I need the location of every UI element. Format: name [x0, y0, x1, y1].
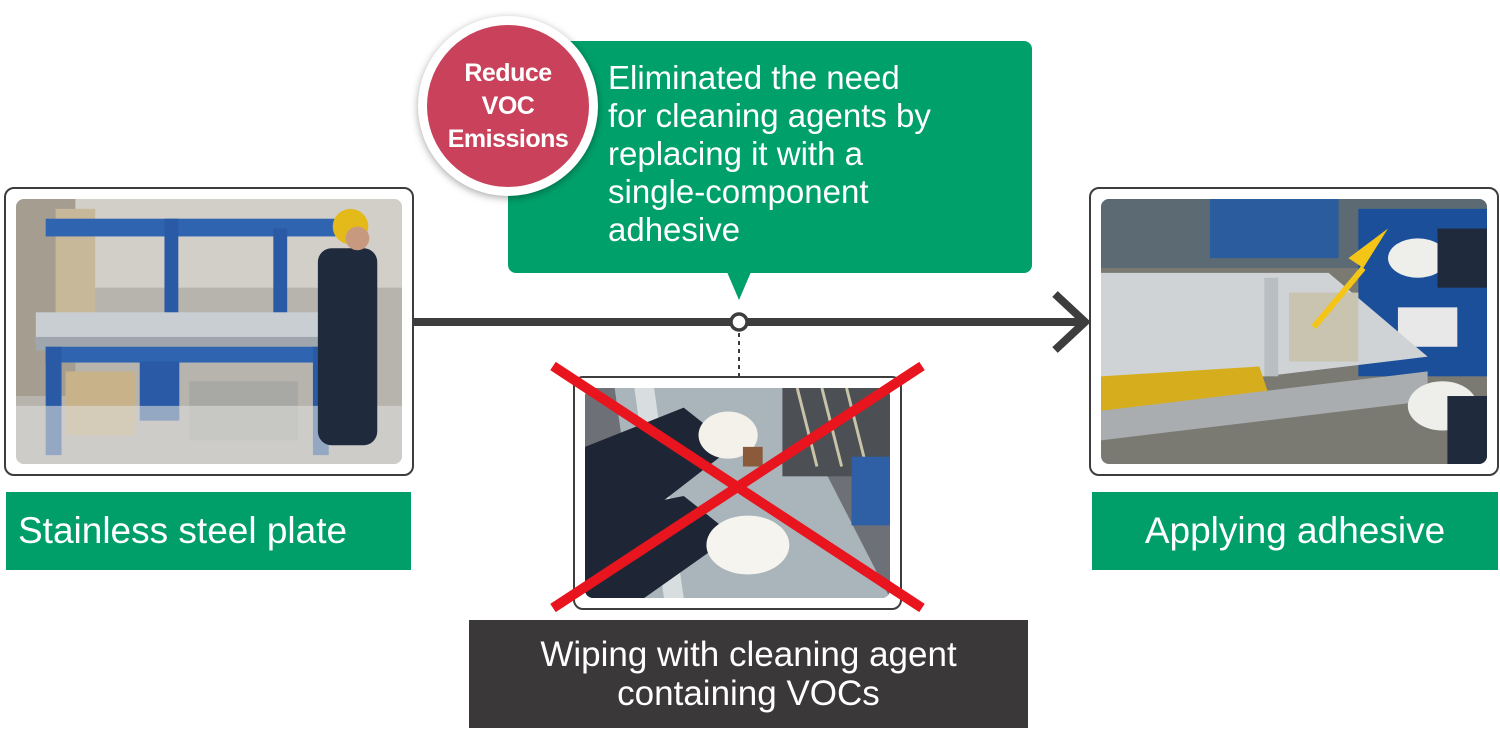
wiping-label-line: Wiping with cleaning agent [540, 635, 957, 674]
callout-pointer [727, 272, 751, 300]
applying-adhesive-photo [1101, 199, 1487, 464]
badge-line: Reduce [464, 58, 552, 87]
badge-circle: Reduce VOC Emissions [427, 25, 589, 187]
applying-adhesive-photo-frame [1089, 187, 1499, 476]
stainless-steel-label: Stainless steel plate [6, 492, 411, 570]
callout-text: Eliminated the need for cleaning agents … [608, 59, 1028, 249]
stainless-steel-photo [16, 199, 402, 464]
callout-line: replacing it with a [608, 135, 863, 172]
badge-line: VOC [481, 91, 535, 120]
applying-adhesive-label: Applying adhesive [1092, 492, 1498, 570]
callout-line: adhesive [608, 211, 741, 248]
callout-line: single-component [608, 173, 869, 210]
improvement-callout: Eliminated the need for cleaning agents … [508, 41, 1032, 300]
stainless-steel-photo-frame [4, 187, 414, 476]
wiping-label-line: containing VOCs [617, 674, 880, 713]
callout-line: for cleaning agents by [608, 97, 931, 134]
reduce-voc-badge: Reduce VOC Emissions [418, 16, 598, 196]
callout-line: Eliminated the need [608, 59, 900, 96]
flow-node [729, 312, 749, 332]
badge-line: Emissions [447, 124, 569, 153]
wiping-step-label: Wiping with cleaning agent containing VO… [469, 620, 1028, 728]
